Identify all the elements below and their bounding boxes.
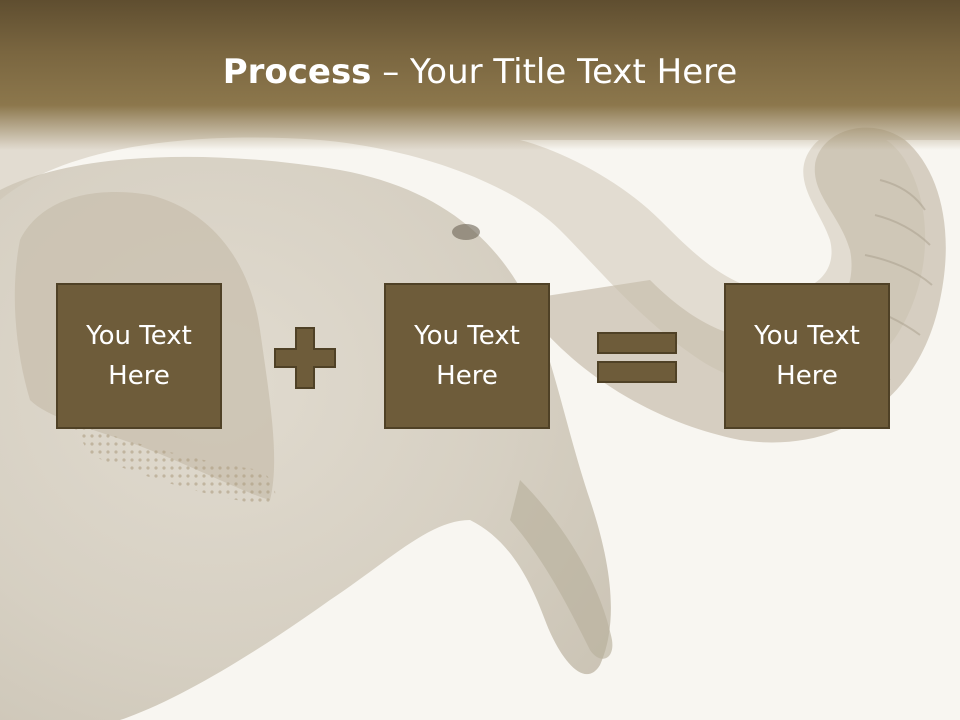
process-box-1-label: You Text Here: [86, 321, 192, 391]
title-band: [0, 0, 960, 150]
plus-icon: [274, 327, 336, 389]
process-box-3[interactable]: You Text Here: [724, 283, 890, 429]
process-box-2[interactable]: You Text Here: [384, 283, 550, 429]
process-box-3-label: You Text Here: [754, 321, 860, 391]
title-bold-part: Process: [222, 52, 372, 92]
title-rest-part: – Your Title Text Here: [371, 52, 738, 92]
equals-icon: [597, 332, 677, 383]
process-box-2-label: You Text Here: [414, 321, 520, 391]
process-box-1[interactable]: You Text Here: [56, 283, 222, 429]
slide-title: Process – Your Title Text Here: [0, 52, 960, 92]
